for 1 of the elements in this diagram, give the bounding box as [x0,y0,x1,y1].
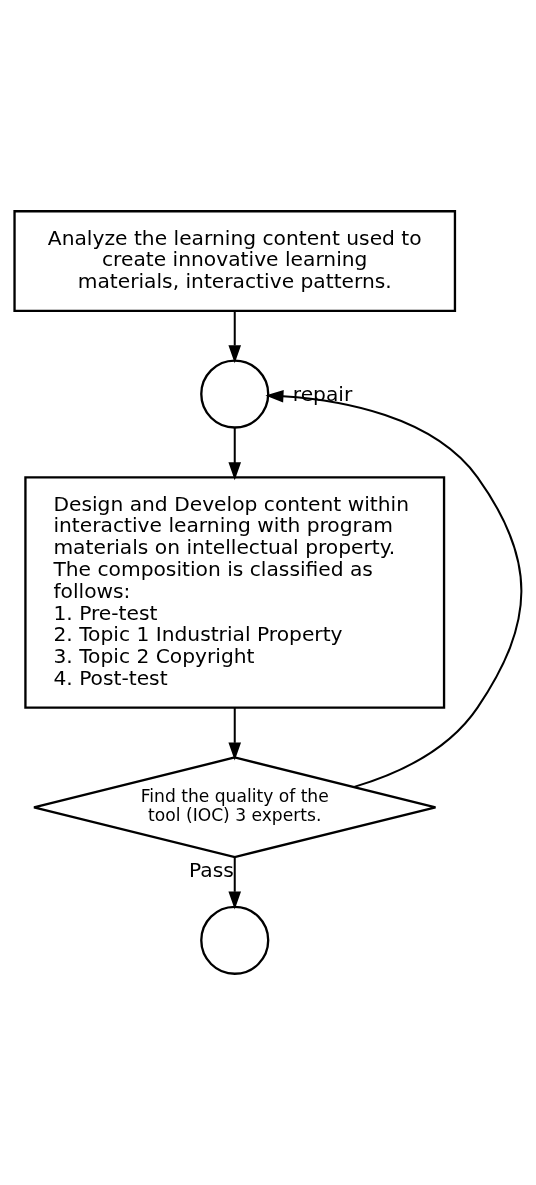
edge-label: Pass [189,857,234,882]
